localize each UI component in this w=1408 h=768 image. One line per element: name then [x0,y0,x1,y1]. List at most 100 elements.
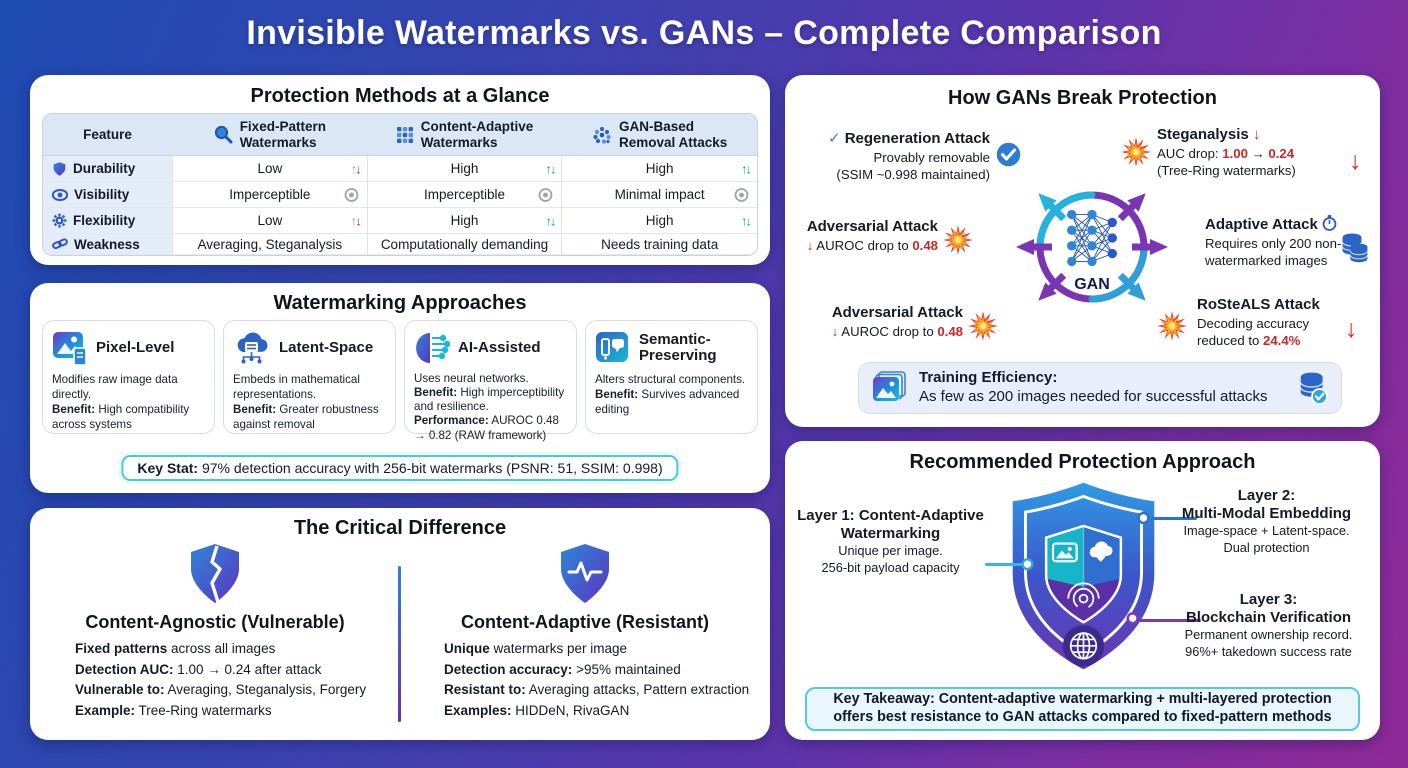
divider [398,566,401,722]
cell-visibility-gan: Minimal impact [562,182,757,208]
burst-icon [968,311,998,341]
adversarial-attack-2: Adversarial Attack ↓ AUROC drop to 0.48 [831,304,963,339]
approach-card-ai-assisted: AI-Assisted Uses neural networks.Benefit… [404,320,577,442]
magnifier-icon [214,125,233,144]
list-item: Detection AUC: 1.00 → 0.24 after attack [75,661,322,677]
glance-title: Protection Methods at a Glance [250,85,550,107]
fingerprint-icon [1067,582,1100,608]
list-item: Fixed patterns across all images [75,641,276,656]
training-efficiency-box: Training Efficiency:As few as 200 images… [858,362,1342,414]
cell-durability-gan: High↑↓ [562,156,757,182]
shapes-icon [595,330,631,366]
shield-icon [52,161,67,177]
content-adaptive-list: Unique watermarks per image Detection ac… [444,639,770,721]
gan-panel-title: How GANs Break Protection [948,87,1217,109]
check-icon: ✓ [827,130,845,147]
check-circle-icon [995,141,1022,168]
cell-weakness-adaptive: Computationally demanding [367,234,563,255]
layered-shield-icon [1012,482,1155,670]
image-icon [52,330,88,366]
list-item: Detection accuracy: >95% maintained [444,661,681,677]
trend-arrows-icon: ↑↓ [741,161,752,176]
connector-dot [1021,558,1034,571]
brain-circuit-icon [414,330,450,366]
cloud-server-icon [233,330,271,366]
critical-difference-panel: The Critical Difference Content-Agnostic… [30,508,770,740]
list-item: Resistant to: Averaging attacks, Pattern… [444,682,750,698]
cell-flexibility-adaptive: High↑↓ [367,208,563,234]
recommended-panel: Recommended Protection Approach Layer 1:… [785,441,1380,740]
layer2-connector [1151,517,1197,520]
layer1-block: Layer 1: Content-Adaptive Watermarking U… [797,507,984,575]
approach-card-latent-space: Latent-Space Embeds in mathematical repr… [223,320,396,434]
cloud-download-icon [1089,541,1113,562]
row-label-durability: Durability [43,156,173,182]
content-agnostic-heading: Content-Agnostic (Vulnerable) [85,612,345,632]
cell-flexibility-gan: High↑↓ [562,208,757,234]
eye-badge-icon [734,187,749,202]
cell-visibility-fixed: Imperceptible [173,182,368,208]
connector-dot [1137,511,1150,525]
list-item: Vulnerable to: Averaging, Steganalysis, … [75,682,367,698]
rosteals-attack: RoSteALS Attack Decoding accuracy reduce… [1197,296,1320,349]
cell-visibility-adaptive: Imperceptible [367,182,563,208]
gear-icon [52,213,67,228]
stopwatch-icon [1322,215,1337,233]
approach-card-semantic-preserving: Semantic-Preserving Alters structural co… [585,320,758,434]
down-arrow-icon: ↓ [1349,147,1362,175]
gan-attacks-panel: How GANs Break Protection [785,75,1380,427]
content-adaptive-heading: Content-Adaptive (Resistant) [460,612,709,632]
eye-badge-icon [344,187,359,202]
key-stat-badge: Key Stat: 97% detection accuracy with 25… [121,455,679,481]
broken-shield-icon [30,542,400,606]
trend-arrows-icon: ↑↓ [350,213,362,228]
cell-durability-fixed: Low↑↓ [173,156,368,182]
adaptive-attack: Adaptive Attack Requires only 200 non- w… [1205,215,1342,269]
list-item: Examples: HIDDeN, RivaGAN [444,702,630,718]
row-label-flexibility: Flexibility [43,208,173,234]
down-arrow-icon: ↓ [1345,315,1358,343]
globe-icon [1069,632,1098,660]
pulse-shield-icon [400,542,770,606]
burst-icon [943,225,973,255]
down-arrow-icon: ↓ [1252,126,1261,143]
adversarial-attack-1: Adversarial Attack ↓ AUROC drop to 0.48 [806,218,938,253]
layer2-block: Layer 2:Multi-Modal Embedding Image-spac… [1181,487,1352,555]
eye-icon [52,188,68,201]
approaches-panel: Watermarking Approaches Pixel-Level Modi… [30,283,770,493]
cell-weakness-fixed: Averaging, Steganalysis [173,234,368,255]
page-title: Invisible Watermarks vs. GANs – Complete… [246,14,1162,52]
key-takeaway-box: Key Takeaway: Content-adaptive watermark… [805,687,1360,731]
content-agnostic-column: Content-Agnostic (Vulnerable) Fixed patt… [30,542,400,721]
trend-arrows-icon: ↑↓ [741,213,752,228]
cell-flexibility-fixed: Low↑↓ [173,208,368,234]
layer3-block: Layer 3:Blockchain Verification Permanen… [1184,591,1353,659]
gan-label: GAN [1074,276,1110,293]
row-label-visibility: Visibility [43,182,173,208]
neural-network-icon [1067,209,1117,267]
layer3-connector [1139,619,1201,622]
network-icon [592,125,612,145]
trend-arrows-icon: ↑↓ [545,213,556,228]
cell-weakness-gan: Needs training data [562,234,757,255]
list-item: Example: Tree-Ring watermarks [75,702,272,718]
recommended-title: Recommended Protection Approach [909,451,1256,473]
row-label-weakness: Weakness [43,234,173,255]
down-arrow-icon: ↓ [806,237,814,253]
approaches-title: Watermarking Approaches [273,292,527,314]
burst-icon [1157,311,1187,341]
glance-panel: Protection Methods at a Glance Feature F… [30,75,770,265]
database-icon [1341,233,1371,267]
regeneration-attack: ✓ Regeneration Attack Provably removable… [827,130,990,183]
approach-card-pixel-level: Pixel-Level Modifies raw image data dire… [42,320,215,434]
cell-durability-adaptive: High↑↓ [367,156,563,182]
trend-arrows-icon: ↑↓ [545,161,556,176]
layer1-connector [985,563,1023,566]
gan-diagram: GAN [1016,191,1168,303]
steganalysis-attack: Steganalysis ↓ AUC drop: 1.00 → 0.24 (Tr… [1157,126,1296,179]
down-arrow-icon: ↓ [831,323,839,339]
critical-title: The Critical Difference [293,517,507,539]
content-agnostic-list: Fixed patterns across all images Detecti… [75,639,400,721]
